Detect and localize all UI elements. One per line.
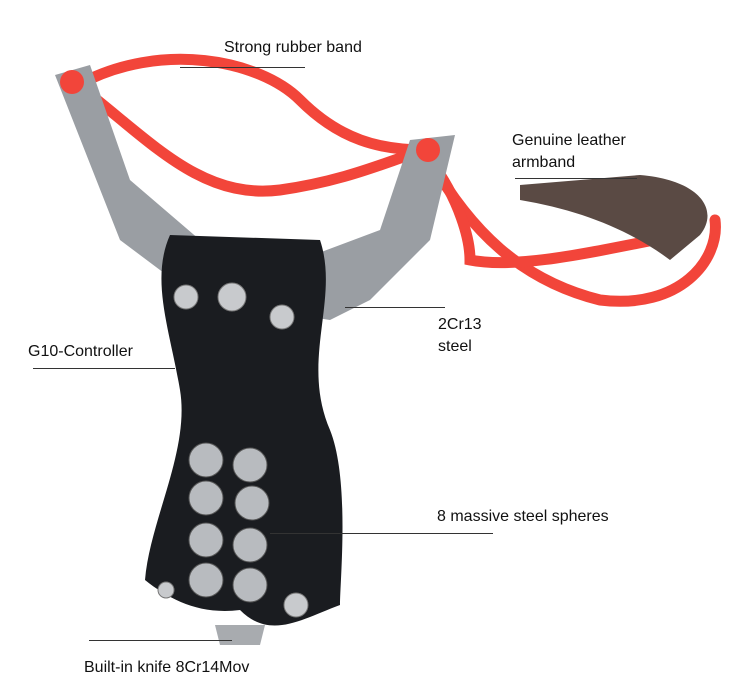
leader-line (345, 307, 445, 308)
screws (157, 282, 309, 618)
steel-frame (55, 65, 455, 320)
leader-line (515, 178, 637, 179)
leader-line (180, 67, 305, 68)
rubber-band (72, 53, 721, 307)
label-steel-1: 2Cr13 (438, 316, 482, 333)
label-rubber-band: Strong rubber band (224, 39, 362, 56)
label-knife: Built-in knife 8Cr14Mov (84, 659, 250, 676)
label-armband-2: armband (512, 154, 576, 171)
leader-line (270, 533, 493, 534)
label-armband-1: Genuine leather (512, 132, 626, 149)
leader-line (33, 368, 175, 369)
label-steel-2: steel (438, 338, 472, 355)
knife-blade (215, 625, 265, 645)
steel-spheres (188, 442, 270, 603)
leather-armband (520, 175, 708, 260)
leader-line (89, 640, 232, 641)
label-controller: G10-Controller (28, 343, 133, 360)
label-spheres: 8 massive steel spheres (437, 508, 609, 525)
